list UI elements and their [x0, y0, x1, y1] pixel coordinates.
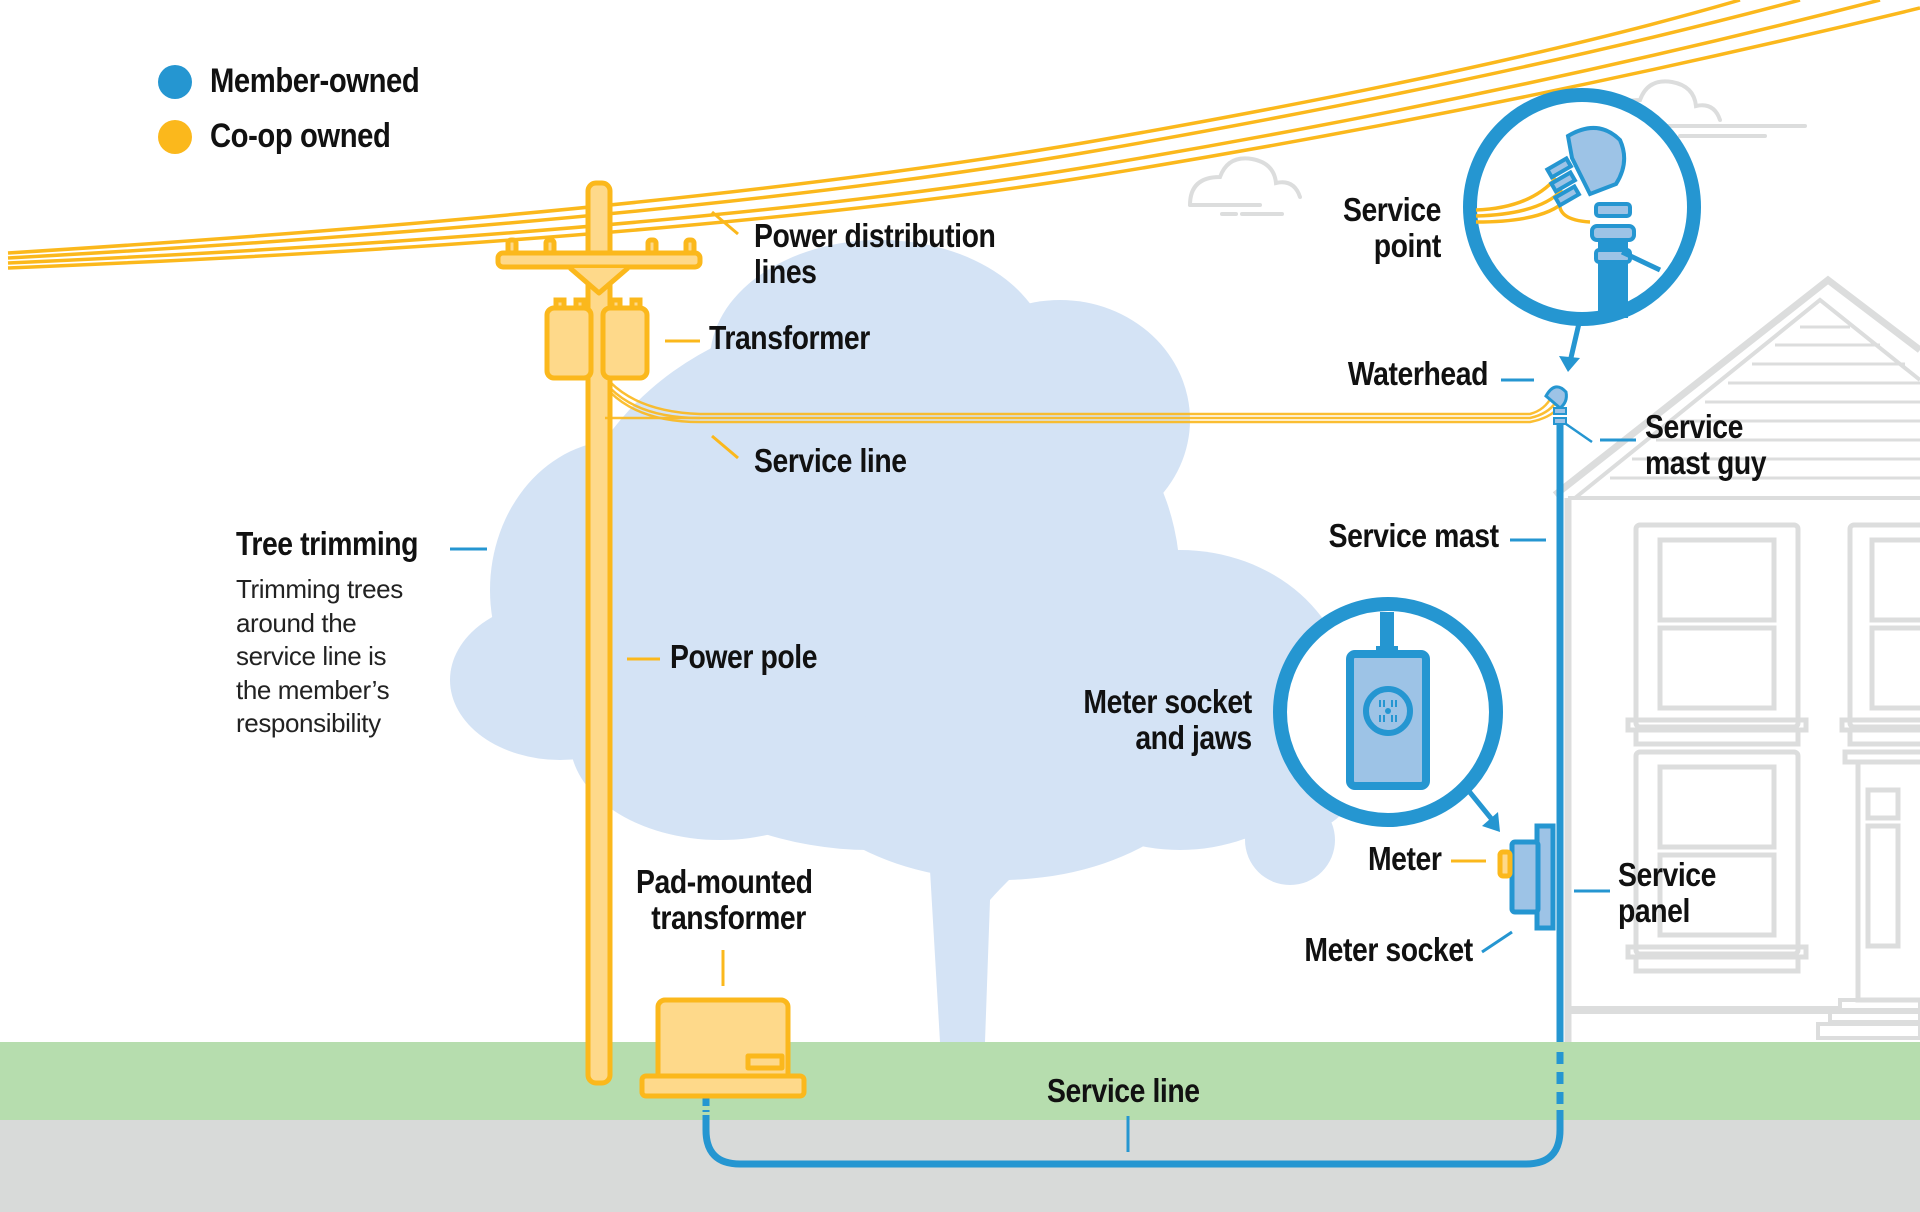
- label-line: Power distribution: [754, 217, 996, 254]
- meter-assembly: [1497, 823, 1556, 931]
- label-line: Service: [1618, 856, 1716, 893]
- legend-member-owned: Member-owned: [158, 62, 453, 101]
- tree-illustration: [450, 240, 1355, 1042]
- legend-label: Member-owned: [210, 62, 420, 100]
- label-power-pole: Power pole: [670, 638, 818, 675]
- note-line: service line is: [236, 641, 387, 671]
- underground-service-line: [702, 1098, 1564, 1168]
- coop-owned-swatch: [158, 119, 192, 154]
- label-service-line-underground: Service line: [1047, 1072, 1200, 1109]
- label-line: Service: [1343, 191, 1441, 228]
- legend-label: Co-op owned: [210, 117, 391, 155]
- label-tree-trimming: Tree trimming: [236, 525, 419, 562]
- label-line: mast guy: [1645, 444, 1767, 481]
- label-waterhead: Waterhead: [1347, 355, 1489, 392]
- label-line: point: [1373, 227, 1442, 264]
- label-line: transformer: [651, 899, 806, 936]
- power-pole: [495, 180, 703, 1086]
- leader-lines: [450, 210, 1636, 1152]
- note-line: Trimming trees: [236, 574, 403, 604]
- label-line: and jaws: [1135, 719, 1253, 756]
- pad-mounted-transformer: [639, 997, 807, 1099]
- cloud-icon: [1188, 156, 1302, 216]
- power-distribution-lines: [7, 0, 1920, 270]
- note-line: the member’s: [236, 674, 390, 705]
- label-transformer: Transformer: [709, 319, 870, 356]
- label-service-panel: Service panel: [1618, 857, 1716, 929]
- service-point-magnifier: [1463, 88, 1701, 372]
- label-meter-socket-and-jaws: Meter socket and jaws: [1083, 683, 1253, 756]
- label-service-point: Service point: [1343, 192, 1441, 264]
- label-pad-mounted-transformer: Pad-mounted transformer: [636, 864, 813, 936]
- label-service-mast-guy: Service mast guy: [1645, 408, 1767, 481]
- overhead-service-line: [605, 381, 1559, 424]
- label-line: Meter socket: [1083, 683, 1253, 720]
- pole-transformer: [544, 297, 650, 381]
- note-line: responsibility: [236, 708, 381, 738]
- service-mast: [1544, 385, 1593, 1104]
- label-power-distribution-lines: Power distribution lines: [754, 217, 996, 290]
- meter-socket-magnifier: [1273, 597, 1503, 832]
- label-service-mast: Service mast: [1329, 517, 1499, 554]
- member-owned-swatch: [158, 64, 192, 99]
- label-line: lines: [754, 253, 817, 290]
- label-service-line-overhead: Service line: [754, 442, 907, 479]
- label-meter-socket: Meter socket: [1304, 931, 1474, 968]
- tree-trimming-note: Trimming trees around the service line i…: [236, 573, 403, 741]
- note-line: around the: [236, 607, 357, 638]
- label-line: Pad-mounted: [636, 863, 813, 900]
- house-illustration: [1552, 275, 1920, 1042]
- label-line: panel: [1618, 892, 1690, 929]
- label-meter: Meter: [1368, 840, 1442, 877]
- ground-grass: [0, 1042, 1920, 1120]
- legend-coop-owned: Co-op owned: [158, 117, 420, 156]
- label-line: Service: [1645, 408, 1743, 445]
